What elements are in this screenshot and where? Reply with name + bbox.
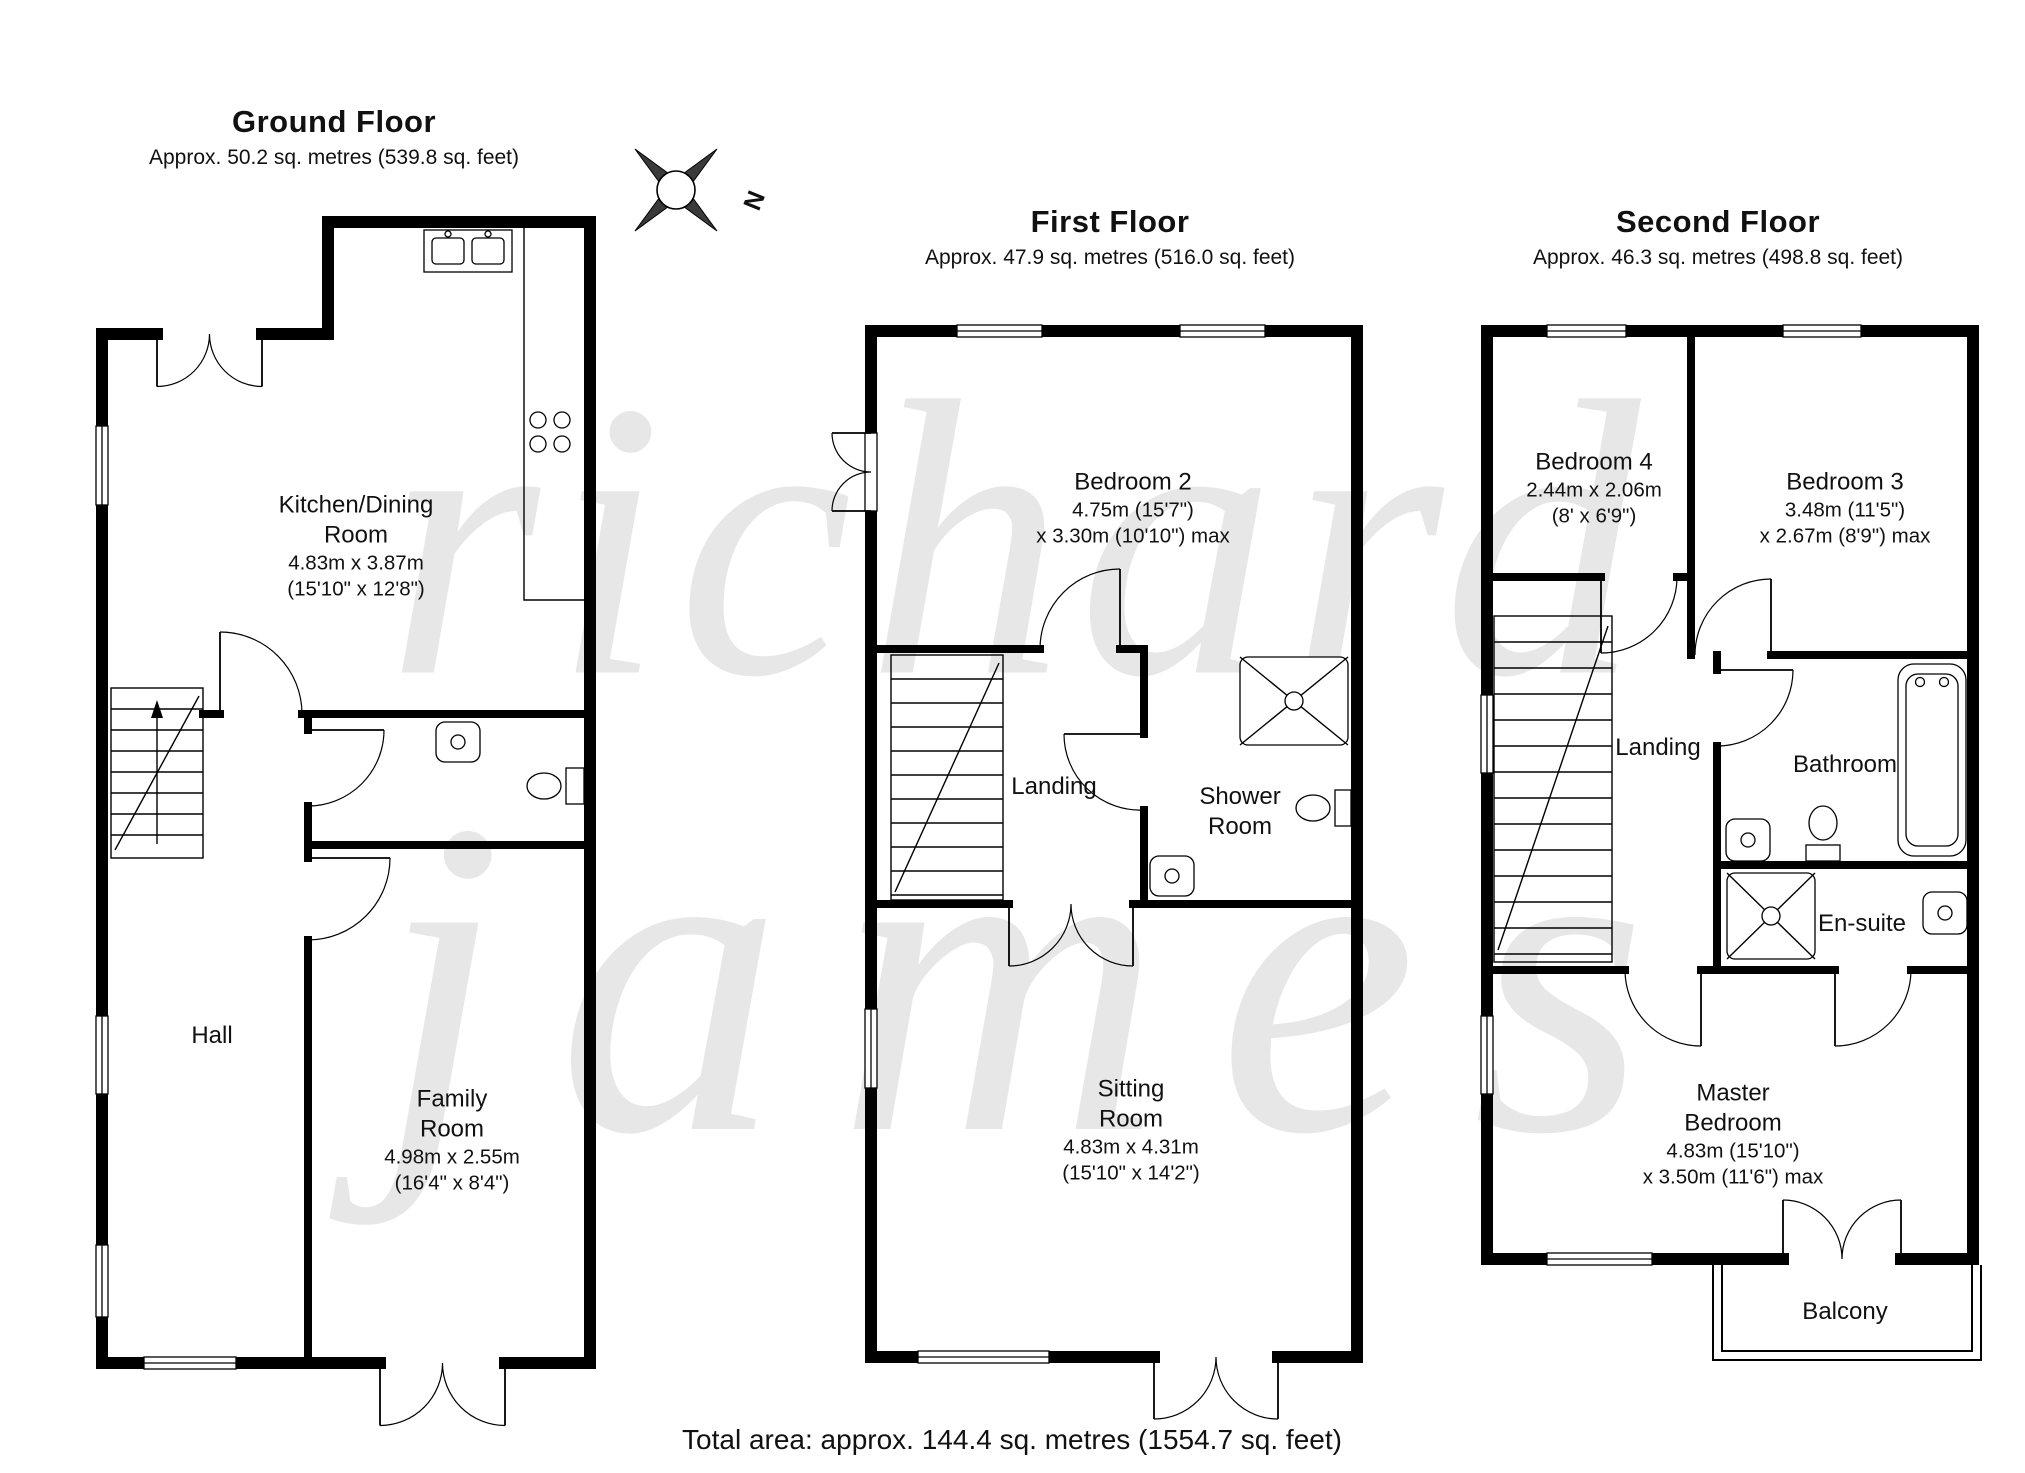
room-name-line: En-suite bbox=[1817, 910, 1907, 937]
room-label-landing-second: Landing bbox=[1615, 733, 1700, 763]
room-label-kitchen-dining: Kitchen/Dining Room 4.83m x 3.87m (15'10… bbox=[279, 490, 434, 601]
ground-stairs bbox=[110, 687, 204, 859]
floor-title: First Floor bbox=[1030, 204, 1190, 239]
first-outer-walls bbox=[865, 325, 1363, 1363]
bathroom-basin-icon bbox=[1725, 818, 1771, 862]
room-name-line: Room bbox=[419, 1115, 485, 1143]
room-name-line: Bedroom 4 bbox=[1535, 448, 1653, 476]
room-dim-line: 3.48m (11'5") bbox=[1784, 498, 1906, 522]
ground-inner-walls bbox=[199, 710, 594, 1367]
first-floor-plan bbox=[831, 324, 1363, 1420]
room-name-line: Room bbox=[1098, 1105, 1164, 1133]
second-windows bbox=[1480, 324, 1862, 1266]
room-label-balcony: Balcony bbox=[1802, 1297, 1887, 1327]
wc-toilet-icon bbox=[526, 767, 585, 805]
first-floor-title-block: First Floor Approx. 47.9 sq. metres (516… bbox=[925, 204, 1295, 270]
room-label-bathroom: Bathroom bbox=[1793, 750, 1897, 780]
room-name-line: Bathroom bbox=[1792, 751, 1898, 778]
second-outer-walls bbox=[1481, 325, 1979, 1265]
room-name-line: Landing bbox=[1011, 773, 1097, 800]
total-area-text: Total area: approx. 144.4 sq. metres (15… bbox=[682, 1424, 1342, 1455]
room-label-hall: Hall bbox=[191, 1021, 232, 1051]
room-dim-line: 2.44m x 2.06m bbox=[1526, 478, 1662, 502]
floor-subtitle: Approx. 50.2 sq. metres (539.8 sq. feet) bbox=[148, 146, 520, 169]
second-floor-plan bbox=[1480, 324, 1982, 1361]
room-dim-line: 4.98m x 2.55m bbox=[384, 1145, 520, 1169]
room-name-line: Landing bbox=[1615, 734, 1701, 761]
hob-icon bbox=[529, 411, 571, 453]
room-label-bedroom3: Bedroom 3 3.48m (11'5") x 2.67m (8'9") m… bbox=[1760, 467, 1931, 548]
room-name-line: Master bbox=[1696, 1079, 1770, 1107]
room-dim-line: x 3.50m (11'6") max bbox=[1642, 1165, 1824, 1188]
stairs-up-arrow bbox=[151, 700, 163, 718]
shower-room-toilet-icon bbox=[1295, 789, 1352, 827]
floor-title: Ground Floor bbox=[231, 104, 437, 139]
room-label-bedroom2: Bedroom 2 4.75m (15'7") x 3.30m (10'10")… bbox=[1036, 467, 1230, 548]
second-inner-walls bbox=[1483, 327, 1977, 974]
first-stairs bbox=[890, 654, 1004, 901]
second-doors bbox=[1600, 576, 1912, 1260]
room-name-line: Bedroom 2 bbox=[1074, 468, 1192, 496]
room-name-line: Balcony bbox=[1802, 1298, 1888, 1325]
room-dim-line: (16'4" x 8'4") bbox=[394, 1171, 510, 1194]
room-name-line: Hall bbox=[191, 1022, 233, 1049]
shower-room-basin-icon bbox=[1149, 855, 1195, 897]
room-name-line: Room bbox=[323, 521, 389, 549]
floor-title: Second Floor bbox=[1615, 204, 1821, 239]
room-label-ensuite: En-suite bbox=[1818, 909, 1906, 939]
room-dim-line: 4.83m (15'10") bbox=[1666, 1139, 1800, 1163]
room-name-line: Kitchen/Dining bbox=[278, 491, 434, 519]
ensuite-basin-icon bbox=[1922, 891, 1968, 935]
room-dim-line: x 3.30m (10'10") max bbox=[1036, 524, 1230, 547]
room-name-line: Bedroom bbox=[1684, 1109, 1782, 1137]
room-label-sitting-room: Sitting Room 4.83m x 4.31m (15'10" x 14'… bbox=[1062, 1074, 1199, 1185]
room-dim-line: (15'10" x 12'8") bbox=[287, 577, 425, 600]
compass-rose-icon bbox=[634, 148, 718, 232]
room-name-line: Room bbox=[1207, 813, 1273, 840]
room-name-line: Sitting bbox=[1097, 1075, 1165, 1103]
room-dim-line: 4.83m x 3.87m bbox=[288, 551, 424, 575]
room-name-line: Shower bbox=[1199, 783, 1281, 810]
room-name-line: Bedroom 3 bbox=[1786, 468, 1904, 496]
room-label-landing-first: Landing bbox=[1011, 772, 1096, 802]
room-dim-line: 4.75m (15'7") bbox=[1072, 498, 1194, 522]
ground-floor-plan bbox=[95, 216, 596, 1427]
bath-icon bbox=[1897, 663, 1967, 857]
first-windows bbox=[864, 324, 1266, 1364]
room-label-family-room: Family Room 4.98m x 2.55m (16'4" x 8'4") bbox=[384, 1084, 520, 1195]
bathroom-toilet-icon bbox=[1805, 805, 1841, 862]
floor-subtitle: Approx. 46.3 sq. metres (498.8 sq. feet) bbox=[1532, 246, 1904, 269]
first-doors bbox=[831, 432, 1279, 1420]
room-dim-line: x 2.67m (8'9") max bbox=[1759, 524, 1931, 547]
ground-doors bbox=[156, 333, 506, 1427]
room-label-bedroom4: Bedroom 4 2.44m x 2.06m (8' x 6'9") bbox=[1526, 447, 1662, 528]
kitchen-counter-icon bbox=[523, 228, 584, 601]
wc-basin-icon bbox=[435, 721, 481, 763]
floor-subtitle: Approx. 47.9 sq. metres (516.0 sq. feet) bbox=[924, 246, 1296, 269]
ensuite-shower-icon bbox=[1726, 872, 1816, 960]
second-stairs bbox=[1493, 615, 1613, 963]
room-label-master-bedroom: Master Bedroom 4.83m (15'10") x 3.50m (1… bbox=[1643, 1078, 1824, 1189]
room-name-line: Family bbox=[416, 1085, 488, 1113]
room-dim-line: 4.83m x 4.31m bbox=[1063, 1135, 1199, 1159]
first-inner-walls bbox=[867, 645, 1361, 908]
room-dim-line: (8' x 6'9") bbox=[1551, 504, 1637, 527]
balcony-railing bbox=[1712, 1265, 1982, 1361]
kitchen-sink-icon bbox=[423, 229, 513, 273]
ground-floor-title-block: Ground Floor Approx. 50.2 sq. metres (53… bbox=[149, 104, 519, 170]
room-label-shower-room: Shower Room bbox=[1199, 782, 1280, 842]
second-floor-title-block: Second Floor Approx. 46.3 sq. metres (49… bbox=[1533, 204, 1903, 270]
ground-windows bbox=[95, 425, 237, 1370]
shower-tray-icon bbox=[1239, 656, 1349, 746]
room-dim-line: (15'10" x 14'2") bbox=[1062, 1161, 1200, 1184]
